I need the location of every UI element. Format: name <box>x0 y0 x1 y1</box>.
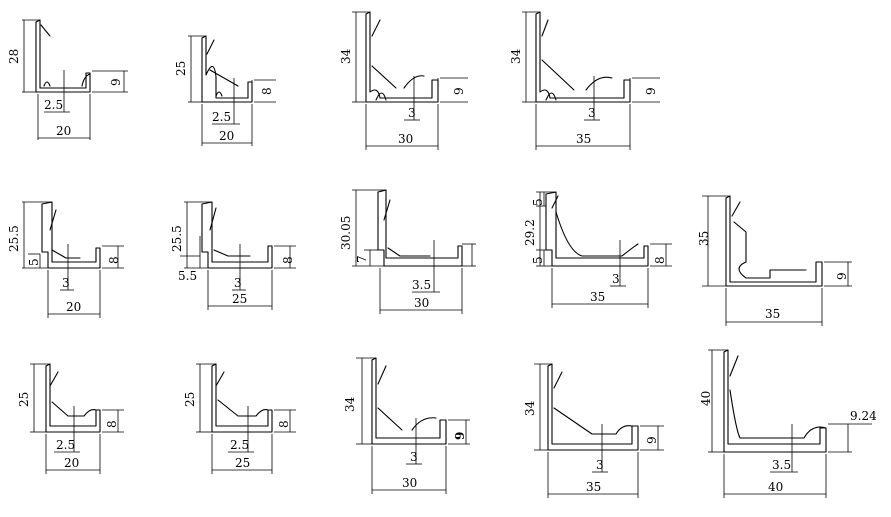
p7-thickness: 3.5 <box>412 278 431 292</box>
p5-width: 20 <box>66 300 81 314</box>
p2-height: 25 <box>174 61 188 76</box>
p3-width: 30 <box>398 132 413 146</box>
p10-lip: 8 <box>105 420 119 428</box>
p6-height: 25.5 <box>170 225 184 252</box>
p6-lip: 8 <box>281 256 295 264</box>
p14-thickness: 3.5 <box>772 458 791 472</box>
p9-width: 35 <box>765 307 780 321</box>
p12-height: 34 <box>343 396 357 412</box>
profile-3: 34 9 3 30 <box>339 11 468 150</box>
p8-step: 5 <box>531 256 545 264</box>
p3-height: 34 <box>339 48 353 64</box>
p2-thickness: 2.5 <box>212 110 231 124</box>
p7-step: 7 <box>355 255 369 263</box>
profile-4: 34 9 3 35 <box>509 11 660 150</box>
p9-lip: 9 <box>835 272 849 280</box>
p13-lip: 9 <box>645 436 659 444</box>
p8-top-step: 5 <box>531 198 545 206</box>
p5-thickness: 3 <box>62 276 70 290</box>
p4-height: 34 <box>509 48 523 64</box>
p14-lip: 9.24 <box>850 409 877 423</box>
p3-lip: 9 <box>452 87 466 95</box>
p13-thickness: 3 <box>596 458 604 472</box>
p8-lip: 8 <box>653 256 667 264</box>
p11-width: 25 <box>235 456 250 470</box>
profile-5: 25.5 5 8 3 20 <box>7 201 124 318</box>
p10-width: 20 <box>64 456 79 470</box>
p11-height: 25 <box>183 392 197 407</box>
profile-2: 25 8 2.5 20 <box>174 35 276 146</box>
profile-1: 28 9 2.5 20 <box>7 19 128 140</box>
profile-9: 35 9 35 <box>697 195 852 326</box>
p8-width: 35 <box>590 290 605 304</box>
p5-lip: 8 <box>107 256 121 264</box>
p1-height: 28 <box>7 49 21 64</box>
p13-height: 34 <box>523 400 537 416</box>
p2-lip: 8 <box>260 87 274 95</box>
profile-6: 25.5 5.5 8 3 25 <box>170 201 296 310</box>
profile-12: 34 9 3 30 <box>343 357 470 494</box>
p11-lip: 8 <box>277 420 291 428</box>
p9-height: 35 <box>697 231 711 246</box>
p8-height: 29.2 <box>523 219 537 246</box>
p6-width: 25 <box>232 292 247 306</box>
p7-width: 30 <box>414 296 429 310</box>
profile-10: 25 8 2.5 20 <box>17 363 124 474</box>
p10-thickness: 2.5 <box>56 438 75 452</box>
p10-height: 25 <box>17 392 31 407</box>
profile-13: 34 9 3 35 <box>523 363 664 498</box>
p11-thickness: 2.5 <box>230 438 249 452</box>
profile-14: 40 9.24 3.5 40 <box>699 349 877 498</box>
p5-height: 25.5 <box>7 225 21 252</box>
p1-lip: 9 <box>109 78 123 86</box>
profile-8: 29.2 5 5 8 3 35 <box>523 191 672 308</box>
p6-thickness: 3 <box>234 276 242 290</box>
p5-step: 5 <box>27 258 41 266</box>
profile-7: 30.05 7 3.5 30 <box>339 189 476 314</box>
p2-width: 20 <box>219 129 234 143</box>
p12-width: 30 <box>402 476 417 490</box>
p4-width: 35 <box>576 132 591 146</box>
p12-thickness: 3 <box>410 450 418 464</box>
p13-width: 35 <box>586 480 601 494</box>
p3-thickness: 3 <box>408 106 416 120</box>
p4-thickness: 3 <box>588 106 596 120</box>
p14-width: 40 <box>768 480 783 494</box>
p1-thickness: 2.5 <box>44 98 63 112</box>
p8-thickness: 3 <box>612 272 620 286</box>
p1-width: 20 <box>56 124 71 138</box>
p7-height: 30.05 <box>339 216 353 250</box>
p4-lip: 9 <box>644 87 658 95</box>
p12-lip: 9 <box>453 432 467 440</box>
p6-step: 5.5 <box>178 269 197 283</box>
profile-11: 25 8 2.5 25 <box>183 363 296 474</box>
p14-height: 40 <box>699 391 713 406</box>
